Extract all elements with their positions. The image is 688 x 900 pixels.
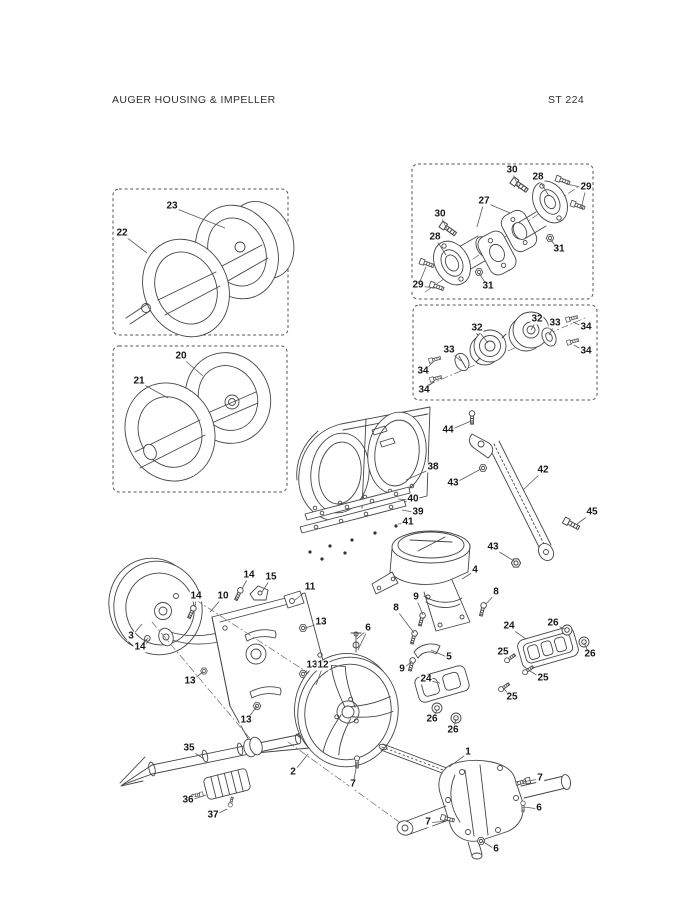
part-callout-6: 6 — [492, 843, 500, 855]
part-callout-25: 25 — [505, 691, 519, 703]
part-callout-31: 31 — [552, 243, 566, 255]
part-callout-28: 28 — [531, 171, 545, 183]
part-callout-13: 13 — [305, 659, 319, 671]
part-callout-3: 3 — [127, 630, 135, 642]
part-callout-2: 2 — [289, 766, 297, 778]
part-callout-34: 34 — [579, 321, 593, 333]
part-callout-13: 13 — [239, 714, 253, 726]
part-callout-34: 34 — [417, 384, 431, 396]
part-callout-38: 38 — [426, 461, 440, 473]
part-callout-29: 29 — [411, 279, 425, 291]
part-callout-35: 35 — [182, 742, 196, 754]
part-callout-22: 22 — [115, 227, 129, 239]
part-callout-7: 7 — [349, 778, 357, 790]
part-callout-30: 30 — [505, 164, 519, 176]
part-callout-27: 27 — [477, 195, 491, 207]
part-callout-26: 26 — [546, 617, 560, 629]
part-callout-5: 5 — [445, 651, 453, 663]
part-callout-39: 39 — [411, 506, 425, 518]
part-callout-43: 43 — [486, 541, 500, 553]
part-callout-14: 14 — [133, 641, 147, 653]
part-callout-13: 13 — [183, 675, 197, 687]
part-callout-14: 14 — [189, 590, 203, 602]
part-callout-36: 36 — [181, 794, 195, 806]
inset-box-augers-left — [112, 345, 288, 493]
part-callout-26: 26 — [583, 648, 597, 660]
part-callout-7: 7 — [424, 816, 432, 828]
inset-box-bearings — [411, 163, 594, 300]
part-callout-7: 7 — [536, 772, 544, 784]
part-callout-33: 33 — [548, 317, 562, 329]
part-callout-40: 40 — [406, 493, 420, 505]
part-callout-20: 20 — [174, 350, 188, 362]
part-callout-8: 8 — [392, 602, 400, 614]
inset-box-augers-right — [112, 188, 289, 336]
part-callout-44: 44 — [441, 424, 455, 436]
part-callout-33: 33 — [442, 344, 456, 356]
part-callout-29: 29 — [579, 181, 593, 193]
part-callout-41: 41 — [401, 516, 415, 528]
part-callout-25: 25 — [536, 672, 550, 684]
part-callout-21: 21 — [132, 375, 146, 387]
part-callout-6: 6 — [535, 802, 543, 814]
part-callout-15: 15 — [264, 571, 278, 583]
part-callout-24: 24 — [502, 620, 516, 632]
part-callout-13: 13 — [314, 616, 328, 628]
page-title: AUGER HOUSING & IMPELLER — [112, 94, 276, 106]
part-callout-28: 28 — [428, 231, 442, 243]
part-callout-10: 10 — [216, 590, 230, 602]
part-callout-14: 14 — [242, 569, 256, 581]
part-callout-1: 1 — [464, 746, 472, 758]
part-callout-42: 42 — [536, 464, 550, 476]
part-callout-34: 34 — [579, 345, 593, 357]
part-callout-34: 34 — [416, 365, 430, 377]
part-callout-24: 24 — [419, 673, 433, 685]
inset-box-hubs — [412, 304, 598, 401]
part-callout-4: 4 — [471, 564, 479, 576]
part-callout-32: 32 — [470, 322, 484, 334]
model-number: ST 224 — [548, 94, 585, 106]
part-callout-8: 8 — [492, 586, 500, 598]
part-callout-43: 43 — [446, 477, 460, 489]
part-callout-25: 25 — [496, 646, 510, 658]
part-callout-45: 45 — [585, 506, 599, 518]
part-callout-6: 6 — [364, 622, 372, 634]
part-callout-30: 30 — [433, 208, 447, 220]
part-callout-31: 31 — [481, 280, 495, 292]
part-callout-9: 9 — [398, 663, 406, 675]
part-callout-9: 9 — [412, 591, 420, 603]
part-callout-11: 11 — [303, 581, 317, 593]
part-callout-23: 23 — [165, 200, 179, 212]
part-callout-12: 12 — [316, 659, 330, 671]
part-callout-26: 26 — [425, 713, 439, 725]
part-callout-37: 37 — [206, 809, 220, 821]
part-callout-26: 26 — [446, 724, 460, 736]
part-callout-32: 32 — [530, 313, 544, 325]
